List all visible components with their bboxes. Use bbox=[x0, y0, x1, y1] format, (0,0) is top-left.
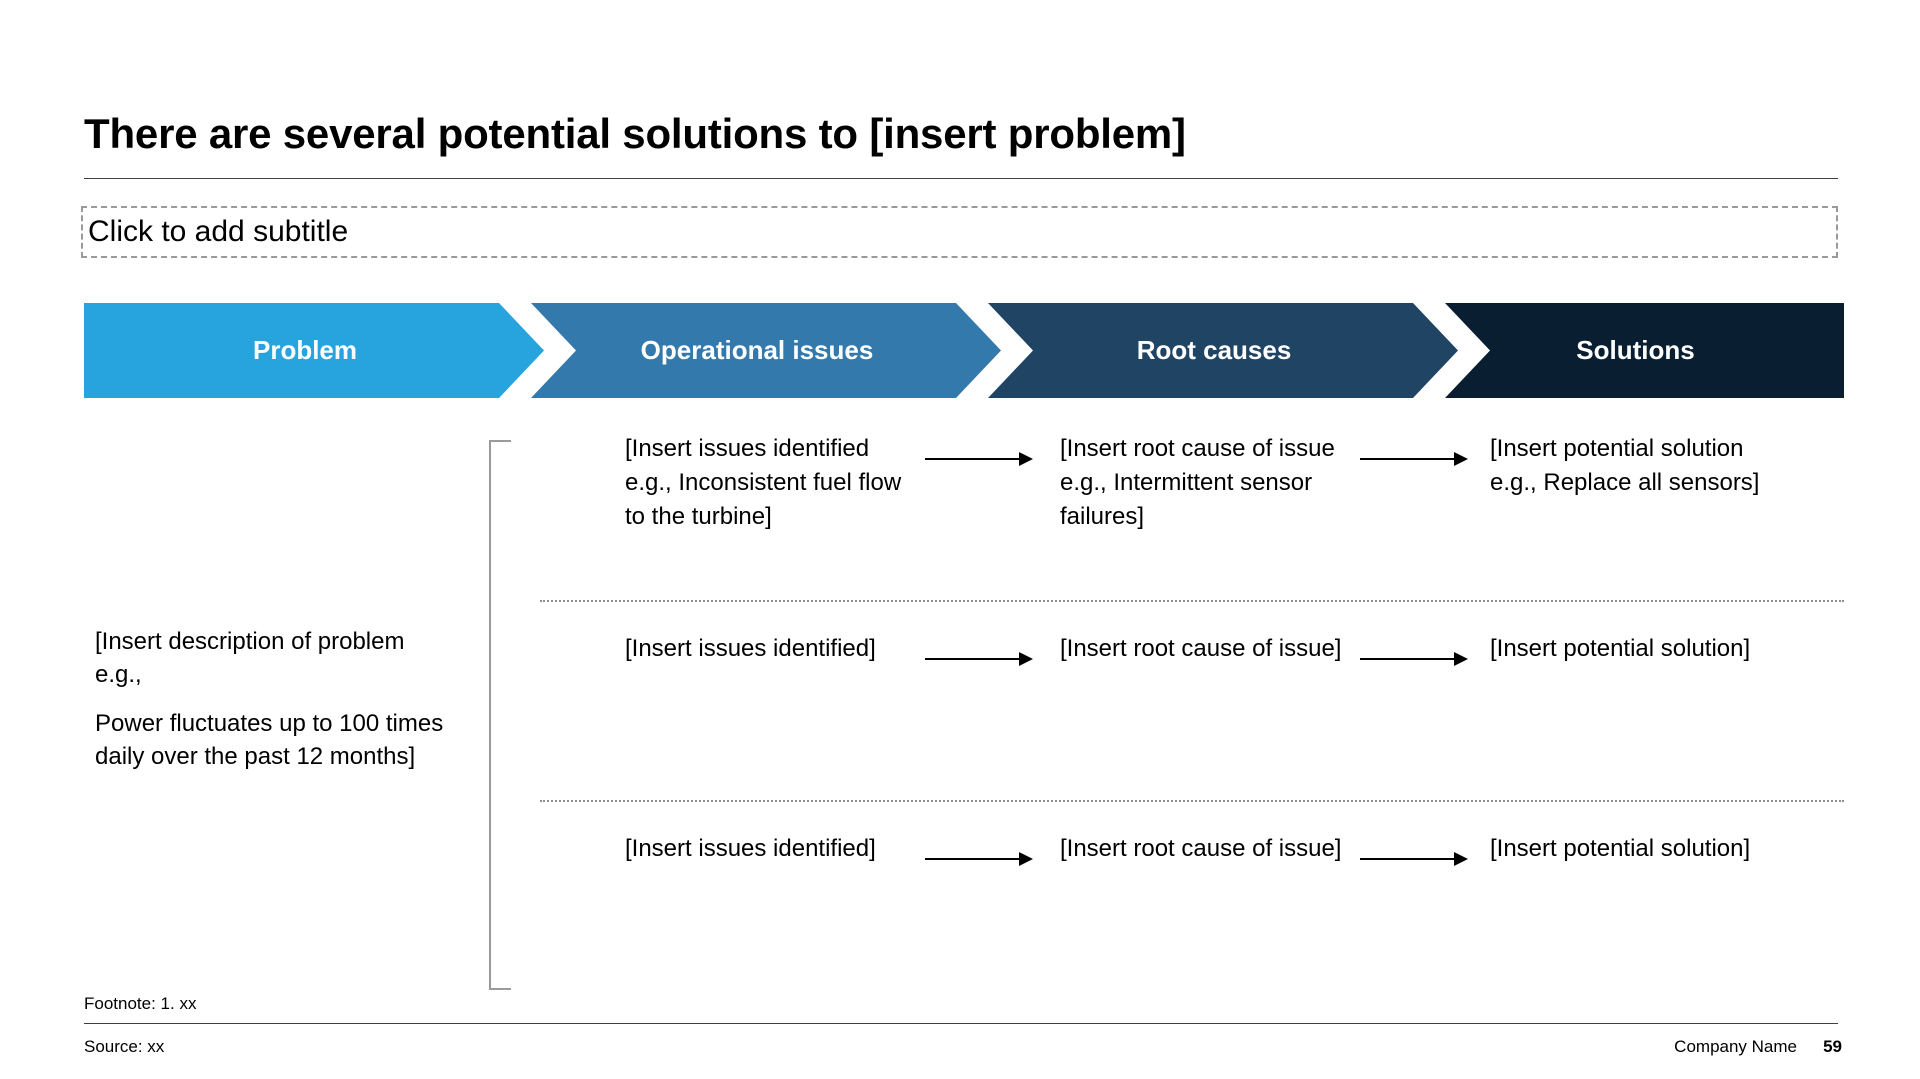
arrow-right-icon bbox=[1360, 652, 1468, 666]
problem-paragraph: Power fluctuates up to 100 times daily o… bbox=[95, 710, 444, 770]
footnote-text: Footnote: 1. xx bbox=[84, 994, 197, 1013]
banner-step-root-causes[interactable]: Root causes bbox=[988, 303, 1458, 398]
banner-step-label: Root causes bbox=[1136, 335, 1292, 365]
cell-solution[interactable]: [Insert potential solution e.g., Replace… bbox=[1490, 435, 1760, 496]
cell-solution[interactable]: [Insert potential solution] bbox=[1490, 835, 1751, 862]
company-name: Company Name bbox=[1674, 1037, 1797, 1056]
arrow-right-icon bbox=[1360, 852, 1468, 866]
cell-operational-issue[interactable]: [Insert issues identified] bbox=[625, 635, 876, 662]
arrow-head bbox=[1019, 652, 1033, 666]
cell-operational-issue[interactable]: [Insert issues identified e.g., Inconsis… bbox=[625, 435, 902, 530]
arrow-head bbox=[1454, 852, 1468, 866]
cell-root-cause[interactable]: [Insert root cause of issue] bbox=[1060, 635, 1342, 662]
arrow-right-icon bbox=[925, 452, 1033, 466]
table-row: [Insert issues identified] [Insert root … bbox=[540, 632, 1844, 807]
arrow-head bbox=[1454, 452, 1468, 466]
arrow-head bbox=[1019, 452, 1033, 466]
problem-paragraph: [Insert description of problem e.g., bbox=[95, 628, 405, 688]
grouping-brace bbox=[489, 440, 511, 990]
cell-operational-issue[interactable]: [Insert issues identified] bbox=[625, 835, 876, 862]
table-row: [Insert issues identified] [Insert root … bbox=[540, 832, 1844, 1007]
subtitle-placeholder-text[interactable]: Click to add subtitle bbox=[88, 215, 349, 248]
arrow-right-icon bbox=[925, 852, 1033, 866]
cell-root-cause[interactable]: [Insert root cause of issue e.g., Interm… bbox=[1060, 435, 1335, 530]
cell-root-cause[interactable]: [Insert root cause of issue] bbox=[1060, 835, 1342, 862]
arrow-shaft bbox=[1360, 458, 1456, 460]
banner-step-problem[interactable]: Problem bbox=[84, 303, 544, 398]
footer-divider bbox=[84, 1023, 1838, 1024]
subtitle-placeholder-box[interactable] bbox=[81, 206, 1838, 258]
problem-description-column[interactable]: [Insert description of problem e.g., Pow… bbox=[95, 625, 445, 773]
page-number: 59 bbox=[1823, 1037, 1842, 1056]
arrow-right-icon bbox=[1360, 452, 1468, 466]
row-divider bbox=[540, 800, 1844, 802]
cell-solution[interactable]: [Insert potential solution] bbox=[1490, 635, 1751, 662]
source-text: Source: xx bbox=[84, 1037, 165, 1056]
arrow-head bbox=[1019, 852, 1033, 866]
arrow-head bbox=[1454, 652, 1468, 666]
banner-step-label: Operational issues bbox=[640, 335, 874, 365]
arrow-shaft bbox=[925, 858, 1021, 860]
arrow-shaft bbox=[1360, 658, 1456, 660]
table-row: [Insert issues identified e.g., Inconsis… bbox=[540, 432, 1844, 607]
banner-step-label: Solutions bbox=[1576, 335, 1695, 365]
banner-step-solutions[interactable]: Solutions bbox=[1445, 303, 1844, 398]
arrow-shaft bbox=[925, 458, 1021, 460]
row-divider bbox=[540, 600, 1844, 602]
arrow-shaft bbox=[925, 658, 1021, 660]
page-title: There are several potential solutions to… bbox=[84, 110, 1186, 157]
title-divider bbox=[84, 178, 1838, 179]
process-banner: Problem Operational issues Root causes S… bbox=[84, 303, 1844, 398]
banner-step-operational-issues[interactable]: Operational issues bbox=[531, 303, 1001, 398]
arrow-right-icon bbox=[925, 652, 1033, 666]
arrow-shaft bbox=[1360, 858, 1456, 860]
banner-step-label: Problem bbox=[252, 335, 358, 365]
